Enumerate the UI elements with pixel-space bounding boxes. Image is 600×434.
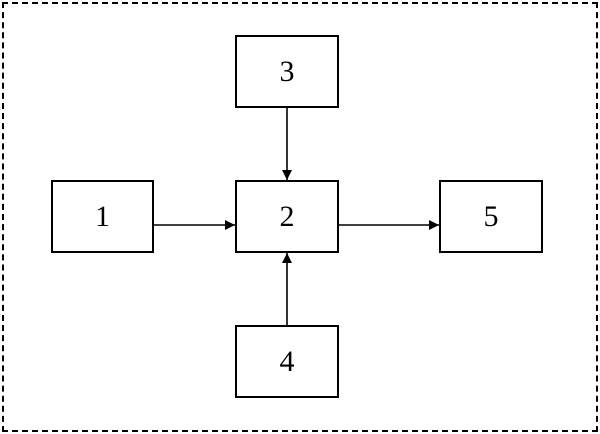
node-5-label: 5 — [483, 199, 499, 233]
node-2: 2 — [235, 180, 339, 253]
node-1-label: 1 — [95, 199, 110, 233]
node-3-label: 3 — [279, 54, 295, 88]
node-1: 1 — [51, 180, 154, 253]
node-2-label: 2 — [279, 199, 295, 233]
node-3: 3 — [235, 35, 339, 108]
node-5: 5 — [439, 180, 543, 253]
node-4: 4 — [235, 325, 339, 398]
node-4-label: 4 — [279, 344, 295, 378]
